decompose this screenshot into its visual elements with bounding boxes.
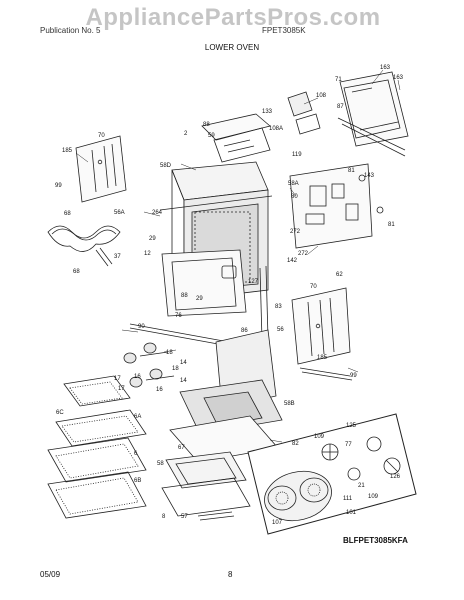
callout-14: 14 [180,360,187,366]
callout-59: 59 [208,133,215,139]
callout-80: 80 [291,194,298,200]
callout-58a: 58A [288,181,299,187]
callout-71: 71 [335,77,342,83]
callout-18: 18 [172,366,179,372]
diagram-code: BLFPET3085KFA [343,536,408,545]
callout-76: 76 [175,313,182,319]
callout-133: 133 [262,109,273,115]
callout-88: 88 [203,122,210,128]
callout-185: 185 [317,355,328,361]
footer-date: 05/09 [40,570,61,579]
callout-163: 163 [393,75,404,81]
callout-68: 68 [64,211,71,217]
leader-lines [75,69,401,443]
callout-272: 272 [290,229,301,235]
callout-87: 87 [337,104,344,110]
callout-119: 119 [292,152,302,158]
callout-16: 16 [156,387,163,393]
broil-element-pan [161,451,251,521]
callout-109: 109 [368,494,379,500]
insulation-block [169,329,283,463]
callout-81: 81 [348,168,355,174]
callout-6: 6 [134,451,138,457]
callout-142: 142 [287,258,298,264]
callout-6a: 6A [134,414,141,420]
rear-panel-71 [337,71,409,157]
callout-70: 70 [310,284,317,290]
callout-272: 272 [298,251,309,257]
callout-56: 56 [277,327,284,333]
callout-57: 57 [181,514,188,520]
callout-81: 81 [388,222,395,228]
callout-58b: 58B [284,401,295,407]
callout-90: 90 [138,324,145,330]
callout-88: 88 [181,293,188,299]
callout-16: 16 [134,374,141,380]
callout-14: 14 [180,378,187,384]
knob-assembly [123,342,175,388]
callout-8: 8 [162,514,166,520]
callout-12: 12 [144,251,151,257]
publication-label: Publication No. 5 [40,26,101,35]
watermark: AppliancePartsPros.com [85,4,381,31]
right-wiring-panel [289,163,384,249]
callout-77: 77 [345,442,352,448]
callout-29: 29 [149,236,156,242]
callout-17: 17 [114,376,121,382]
callout-264: 264 [152,210,163,216]
callout-125: 125 [346,423,357,429]
callout-143: 143 [364,173,375,179]
door-glass-assembly [129,249,269,349]
callout-21: 21 [358,483,365,489]
bake-element [47,225,121,267]
callout-107: 107 [272,520,283,526]
callout-29: 29 [196,296,203,302]
callout-99: 99 [350,373,357,379]
callout-127: 127 [248,279,259,285]
callout-108a: 108A [269,126,283,132]
callout-101: 101 [346,510,357,516]
callout-6c: 6C [56,410,64,416]
callout-58: 58 [157,461,164,467]
callout-126: 126 [390,474,401,480]
callout-68: 68 [73,269,80,275]
duct-assembly-108 [201,91,321,163]
page-number: 8 [228,570,233,579]
callout-37: 37 [114,254,121,260]
callout-6b: 6B [134,478,141,484]
callout-56a: 56A [114,210,125,216]
section-title: LOWER OVEN [204,43,260,52]
callout-58d: 58D [160,163,172,169]
callout-67: 67 [178,445,185,451]
model-label: FPET3085K [262,26,306,35]
side-panel-70-left [75,135,127,203]
callout-163: 163 [380,65,391,71]
callout-70: 70 [98,133,105,139]
callout-185: 185 [62,148,73,154]
oven-racks [47,375,147,519]
callout-labels: 163 163 71 108 87 133 88 59 108A 2 70 18… [55,65,404,526]
callout-2: 2 [184,131,188,137]
callout-82: 82 [292,441,299,447]
callout-62: 62 [336,272,343,278]
side-panel-70-right [291,287,353,381]
callout-83: 83 [275,304,282,310]
callout-109: 109 [314,434,325,440]
callout-18: 18 [166,350,173,356]
callout-17: 17 [118,386,125,392]
callout-99: 99 [55,183,62,189]
callout-111: 111 [343,496,353,502]
callout-108: 108 [316,93,327,99]
convection-fan-inset [247,413,417,535]
callout-86: 86 [241,328,248,334]
